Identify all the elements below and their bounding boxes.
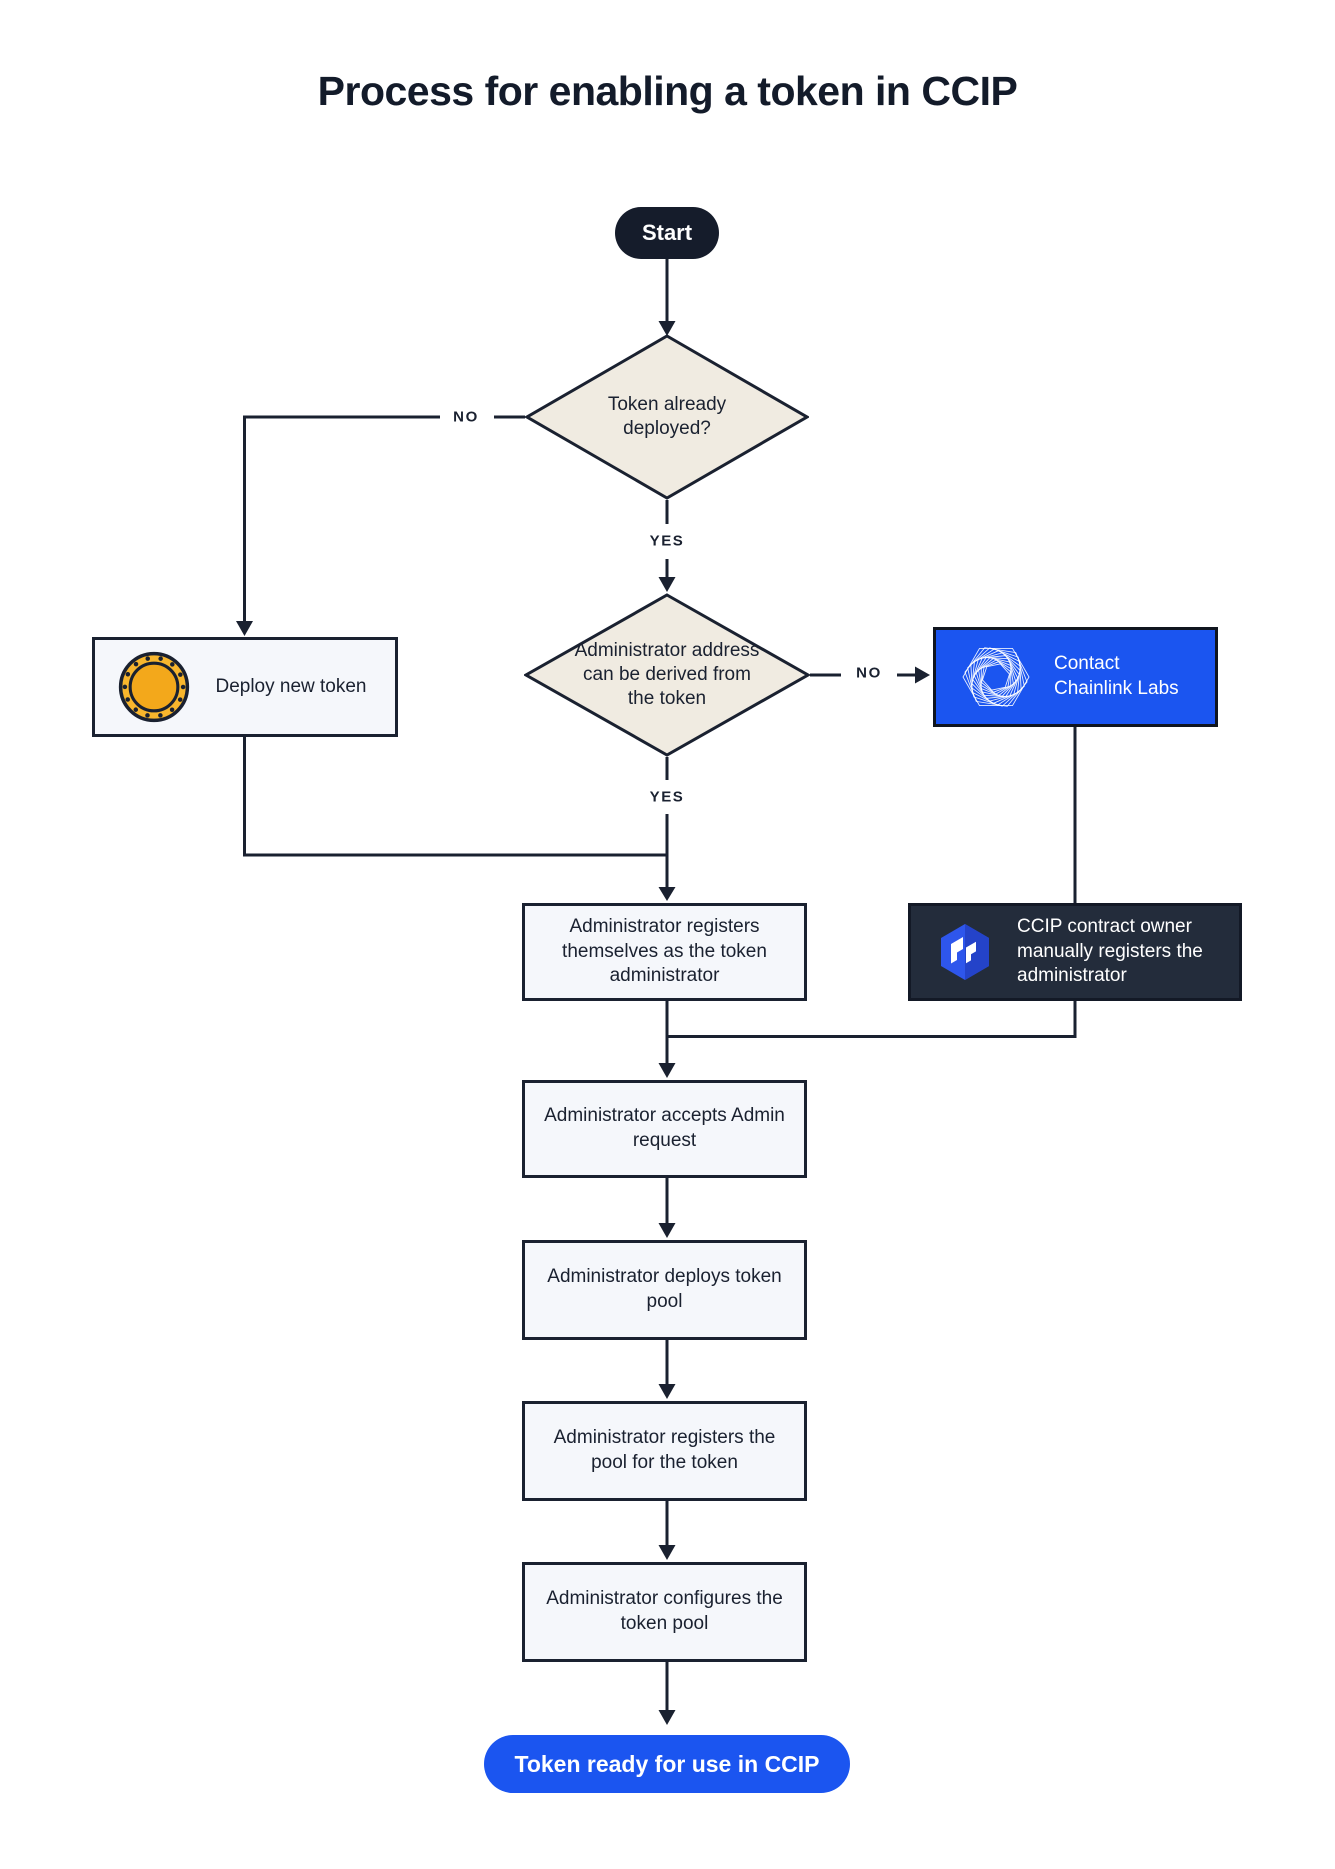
edge-label-yes-1: YES xyxy=(649,532,685,550)
connector-owner-merge xyxy=(665,1001,1077,1038)
arrowhead xyxy=(236,621,253,636)
step-admin-registers-self: Administrator registers themselves as th… xyxy=(522,903,807,1001)
decision-question: Administrator address can be derived fro… xyxy=(574,639,760,710)
step-admin-configures-pool: Administrator configures the token pool xyxy=(522,1562,807,1662)
step-label: CCIP contract owner manually registers t… xyxy=(1017,915,1203,987)
chainlink-spiral-icon xyxy=(962,647,1030,707)
step-label: Administrator registers themselves as th… xyxy=(562,915,767,987)
diamond-shape xyxy=(525,334,809,500)
step-label: Administrator deploys token pool xyxy=(547,1266,782,1312)
arrowhead xyxy=(658,1384,676,1399)
arrowhead xyxy=(658,1063,676,1078)
arrowhead xyxy=(915,666,930,684)
decision-token-already-deployed: Token already deployed? xyxy=(525,334,809,500)
step-label: Administrator configures the token pool xyxy=(546,1588,783,1634)
ccip-logo-icon xyxy=(941,924,989,980)
step-contact-chainlink-labs: Contact Chainlink Labs xyxy=(933,627,1218,727)
step-ccip-owner-registers-admin: CCIP contract owner manually registers t… xyxy=(908,903,1242,1001)
edge-label-no-1: NO xyxy=(453,408,479,426)
step-label: Administrator registers the pool for the… xyxy=(553,1427,776,1473)
page-title: Process for enabling a token in CCIP xyxy=(317,68,1018,114)
step-admin-deploys-pool: Administrator deploys token pool xyxy=(522,1240,807,1340)
step-admin-registers-pool: Administrator registers the pool for the… xyxy=(522,1401,807,1501)
step-label: Administrator accepts Admin request xyxy=(544,1105,785,1151)
start-node: Start xyxy=(615,207,719,259)
start-label: Start xyxy=(641,220,693,245)
decision-admin-address-derivable: Administrator address can be derived fro… xyxy=(524,593,810,757)
connector-d1-no-b xyxy=(243,415,440,623)
edge-label-no-2: NO xyxy=(856,664,882,682)
decision-question: Token already deployed? xyxy=(607,393,727,439)
step-label: Contact Chainlink Labs xyxy=(1054,653,1179,699)
end-node: Token ready for use in CCIP xyxy=(484,1735,850,1793)
coin-icon xyxy=(118,651,190,723)
diamond-shape xyxy=(524,593,810,757)
edge-label-yes-2: YES xyxy=(649,788,685,806)
step-label: Deploy new token xyxy=(215,675,367,697)
arrowhead xyxy=(658,577,676,592)
end-label: Token ready for use in CCIP xyxy=(514,1750,820,1777)
arrowhead xyxy=(658,1545,676,1560)
step-deploy-new-token: Deploy new token xyxy=(92,637,398,737)
arrowhead xyxy=(658,1223,676,1238)
step-admin-accepts-request: Administrator accepts Admin request xyxy=(522,1080,807,1178)
arrowhead xyxy=(658,1710,676,1725)
arrowhead xyxy=(658,887,676,901)
